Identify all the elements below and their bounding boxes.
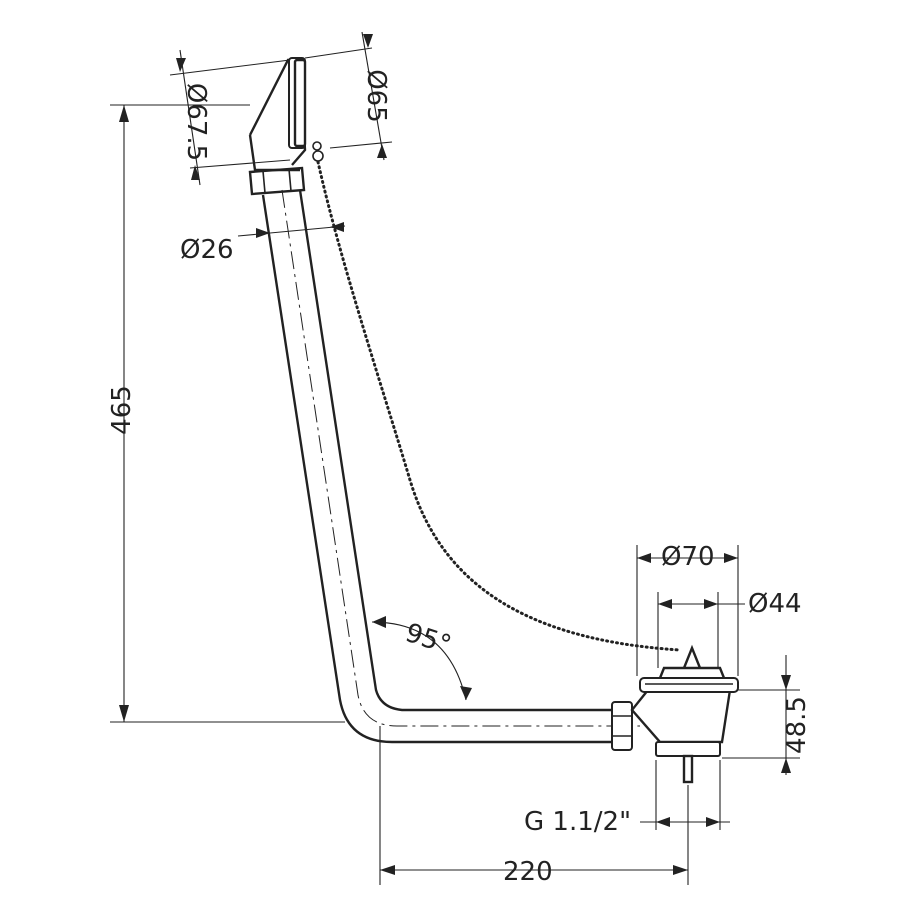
dim-pipe: Ø26 [180,222,346,265]
dim-waste-inner: Ø44 [657,589,802,668]
dim-thread-label: G 1.1/2" [524,807,631,837]
waste-tail-pin [682,754,694,784]
dim-overflow-inner: Ø65 [304,31,393,161]
plug-chain-ring [682,644,702,669]
dim-waste-inner-label: Ø44 [748,589,802,619]
dim-waste-outer-label: Ø70 [661,542,715,572]
dim-overflow-outer: Ø67.5 [169,49,291,186]
overflow-head [248,57,324,196]
overflow-nut [248,166,306,196]
waste-fitting [611,644,739,784]
waste-lower-collar [655,741,721,757]
pipe-body [261,189,640,744]
dim-waste-outer: Ø70 [636,542,739,676]
plug-chain [316,160,682,652]
dim-horizontal-length: 220 [379,726,689,887]
overflow-faceplate [288,57,306,149]
dim-waste-height-label: 48.5 [782,696,812,754]
dim-height-total: 465 [107,104,345,723]
dim-horizontal-length-label: 220 [503,857,553,887]
dim-height-total-label: 465 [107,385,137,435]
waste-union-nut [611,701,633,751]
dim-bend-angle: 95° [371,616,472,701]
dim-thread: G 1.1/2" [524,760,730,837]
waste-plug [658,666,726,679]
dim-waste-height: 48.5 [722,655,812,775]
dim-overflow-outer-label: Ø67.5 [181,83,211,161]
dim-overflow-inner-label: Ø65 [361,69,391,123]
dim-pipe-label: Ø26 [180,235,234,265]
waste-flange [639,677,739,693]
chain-anchor-ring [312,150,324,162]
dim-bend-angle-label: 95° [402,618,455,661]
overflow-faceplate-inner [293,58,307,148]
